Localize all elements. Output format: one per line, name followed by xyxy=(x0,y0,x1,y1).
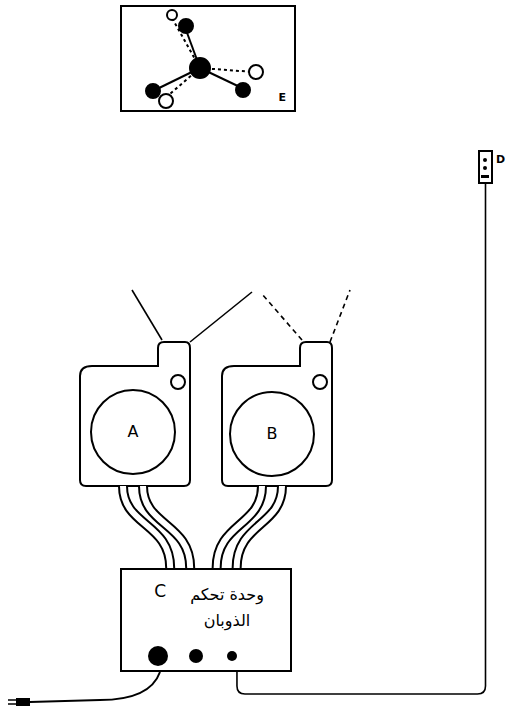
connector-stroke xyxy=(217,486,282,568)
power-cord xyxy=(30,672,160,702)
unit-label: وحدة تحكم الذوبان xyxy=(172,582,282,633)
callout-letter: E xyxy=(278,92,286,104)
melting-unit-b xyxy=(222,342,332,486)
melting-unit-a xyxy=(80,342,190,486)
power-plug xyxy=(16,698,30,706)
melting-unit-box: A xyxy=(91,390,175,474)
melting-unit-box: B xyxy=(230,392,314,476)
callout-letter: A xyxy=(128,423,139,441)
control-unit-box: C وحدة تحكم الذوبان xyxy=(120,568,292,672)
connector-stroke xyxy=(123,486,190,568)
connector-stroke xyxy=(237,184,486,694)
screen-box: E xyxy=(120,5,296,112)
connector-stroke xyxy=(123,486,190,568)
control-knob xyxy=(227,651,237,661)
callout-letter: D xyxy=(496,154,505,166)
fiber-leads xyxy=(132,290,350,342)
control-knob xyxy=(148,646,168,666)
callout-letter: C xyxy=(154,582,166,601)
molecule-model xyxy=(155,18,254,100)
control-knob xyxy=(189,649,203,663)
cable-tube xyxy=(123,486,190,568)
cable-tube xyxy=(217,486,282,568)
signal-wire xyxy=(237,184,486,694)
device-box: D xyxy=(478,150,493,184)
connector-stroke xyxy=(217,486,282,568)
callout-letter: B xyxy=(267,425,278,443)
